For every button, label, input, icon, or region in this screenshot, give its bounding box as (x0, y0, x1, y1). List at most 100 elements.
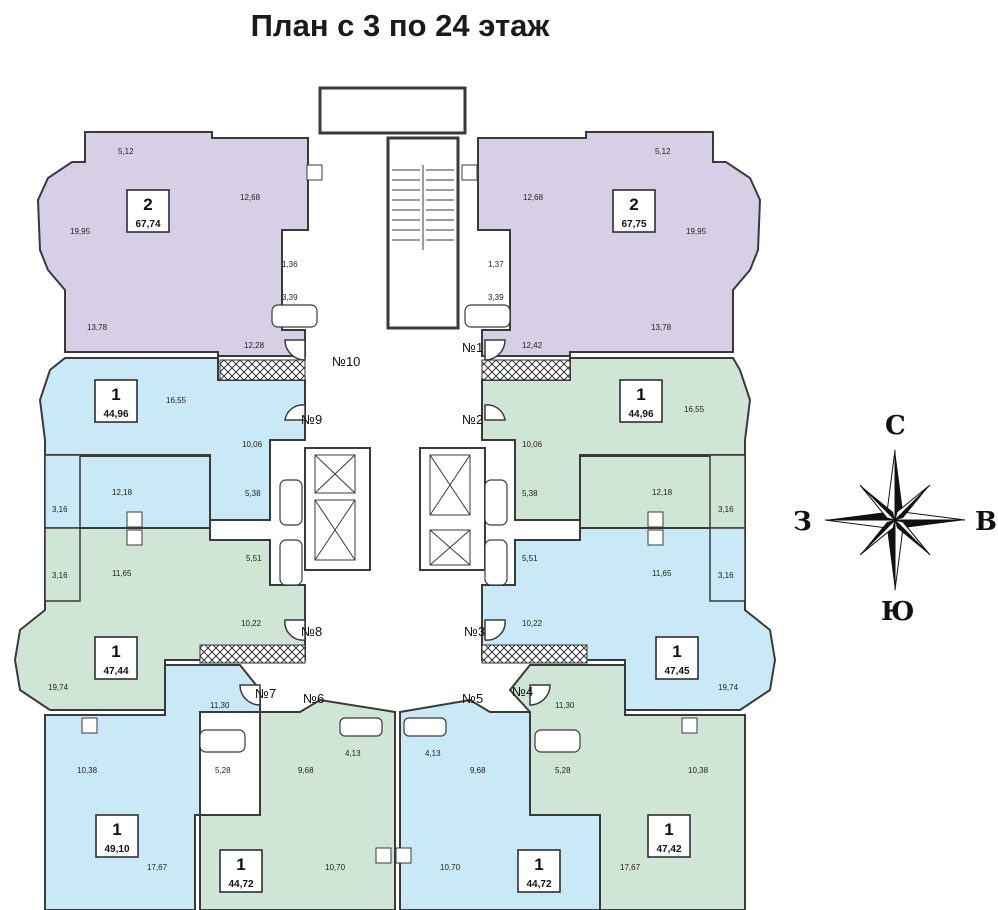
balcony-e-upper (709, 454, 746, 529)
room-area: 4,13 (345, 749, 361, 758)
compass-rose: С Ю З В (793, 411, 997, 627)
apartment-rooms: 1 (111, 642, 120, 661)
apartment-rooms: 1 (112, 820, 121, 839)
compass-east-label: В (975, 507, 997, 537)
apartment-number: №1 (462, 340, 483, 355)
balcony-e-lower (709, 527, 746, 602)
apartment-rooms: 1 (636, 385, 645, 404)
room-area: 12,68 (523, 193, 544, 202)
apartment-labels: 2 67,74 2 67,75 1 44,96 1 44,96 1 47,44 … (103, 195, 689, 890)
lift-cabins (314, 454, 471, 566)
compass-south-label: Ю (881, 597, 914, 627)
apartment-number: №9 (301, 412, 322, 427)
apartment-number: №6 (303, 691, 324, 706)
apartment-rooms: 1 (672, 642, 681, 661)
room-area: 5,51 (246, 554, 262, 563)
room-area: 11,65 (652, 569, 672, 578)
room-area: 12,42 (522, 341, 543, 350)
balcony-north (318, 86, 467, 135)
room-area: 3,39 (488, 293, 504, 302)
room-area: 17,67 (147, 863, 168, 872)
apartment-rooms: 1 (534, 855, 543, 874)
room-area: 3,16 (718, 505, 734, 514)
room-area: 9,68 (470, 766, 486, 775)
room-area: 13,78 (651, 323, 672, 332)
apartment-1-room-w3[interactable] (13, 527, 306, 711)
room-area: 9,68 (298, 766, 314, 775)
apartment-number: №8 (301, 624, 322, 639)
room-area: 10,22 (522, 619, 543, 628)
apartment-2-room-ne[interactable] (477, 131, 762, 357)
room-area: 5,12 (118, 147, 134, 156)
apartment-area: 44,72 (228, 879, 253, 890)
room-area: 3,16 (52, 505, 68, 514)
apartment-area: 67,74 (135, 219, 160, 230)
room-area: 1,37 (488, 260, 504, 269)
apartment-numbers: №10 №1 №9 №2 №8 №3 №7 №6 №5 №4 (255, 340, 533, 706)
room-area: 13,78 (87, 323, 108, 332)
room-area: 10,06 (242, 440, 263, 449)
apartment-area: 44,96 (628, 409, 653, 420)
room-area: 12,68 (240, 193, 261, 202)
room-area: 12,18 (652, 488, 673, 497)
apartment-area: 44,96 (103, 409, 128, 420)
room-area: 5,38 (522, 489, 538, 498)
apartment-number: №10 (332, 354, 360, 369)
room-area: 19,74 (718, 683, 739, 692)
apartment-rooms: 1 (111, 385, 120, 404)
room-area: 11,30 (555, 701, 575, 710)
room-area: 10,70 (440, 863, 461, 872)
apartment-2-room-nw[interactable] (36, 131, 309, 357)
room-area: 16,55 (166, 396, 187, 405)
room-area: 19,74 (48, 683, 69, 692)
apartment-number: №7 (255, 686, 276, 701)
apartment-area: 67,75 (621, 219, 646, 230)
stoves (81, 164, 698, 864)
apartment-rooms: 2 (143, 195, 152, 214)
room-area: 3,16 (52, 571, 68, 580)
room-area-labels: 5,12 19,95 12,68 1,36 3,39 13,78 12,28 5… (48, 147, 739, 872)
balcony-w-lower (44, 527, 81, 602)
apartment-rooms: 1 (664, 820, 673, 839)
room-area: 16,55 (684, 405, 705, 414)
compass-north-label: С (885, 411, 906, 441)
page-title: План с 3 по 24 этаж (250, 8, 550, 43)
apartment-area: 44,72 (526, 879, 551, 890)
stair-steps (392, 165, 454, 250)
apartment-number: №2 (462, 412, 483, 427)
room-area: 11,30 (210, 701, 230, 710)
apartment-number: №5 (462, 691, 483, 706)
room-area: 10,70 (325, 863, 346, 872)
room-area: 10,06 (522, 440, 543, 449)
room-area: 10,38 (688, 766, 709, 775)
room-area: 1,36 (282, 260, 298, 269)
apartment-boxes (94, 189, 699, 893)
room-area: 5,51 (522, 554, 538, 563)
room-area: 17,67 (620, 863, 641, 872)
apartment-area: 47,44 (103, 666, 128, 677)
room-area: 10,22 (241, 619, 262, 628)
lift-1 (304, 447, 371, 571)
room-area: 5,28 (555, 766, 571, 775)
apartment-area: 47,45 (664, 666, 689, 677)
compass-west-label: З (793, 507, 812, 537)
room-area: 19,95 (70, 227, 91, 236)
apartment-rooms: 2 (629, 195, 638, 214)
room-area: 11,65 (112, 569, 132, 578)
apartment-rooms: 1 (236, 855, 245, 874)
room-area: 5,38 (245, 489, 261, 498)
room-area: 12,18 (112, 488, 133, 497)
entry-doors (239, 339, 551, 706)
room-area: 5,12 (655, 147, 671, 156)
apartment-1-room-e3[interactable] (481, 527, 777, 711)
room-area: 5,28 (215, 766, 231, 775)
apartment-number: №4 (512, 684, 533, 699)
compass-star-icon (824, 449, 966, 591)
apartment-area: 49,10 (104, 844, 129, 855)
room-area: 10,38 (77, 766, 98, 775)
room-area: 4,13 (425, 749, 441, 758)
room-area: 12,28 (244, 341, 265, 350)
room-area: 3,39 (282, 293, 298, 302)
apartment-number: №3 (464, 624, 485, 639)
